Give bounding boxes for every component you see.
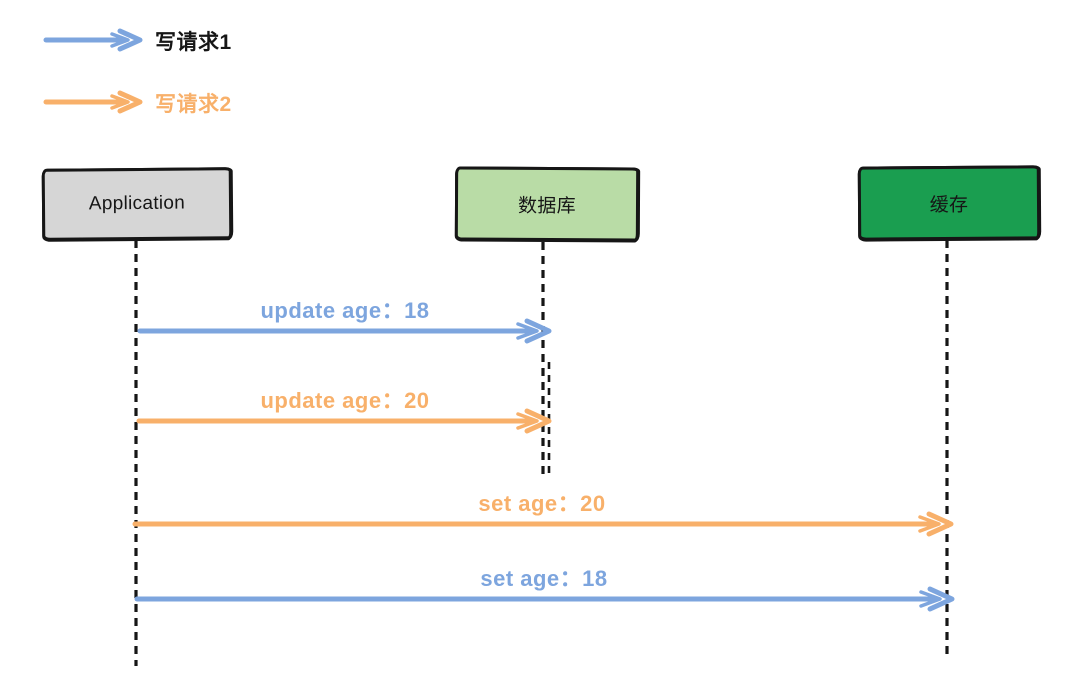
message-2-head-inner-icon xyxy=(516,412,539,430)
legend-arrow-1-head-inner-icon xyxy=(110,32,130,48)
message-label-update-age-18: update age：18 xyxy=(260,298,430,323)
actor-box-database: 数据库 xyxy=(454,166,640,242)
message-arrow-update-age-20 xyxy=(136,408,552,434)
message-1-head-icon xyxy=(524,318,552,344)
message-4-head-inner-icon xyxy=(919,590,942,608)
message-label-set-age-18: set age：18 xyxy=(480,566,608,591)
message-arrow-set-age-18 xyxy=(134,586,955,612)
legend-arrow-write-request-2 xyxy=(43,90,143,114)
message-1-head-inner-icon xyxy=(516,322,539,340)
message-2-head-icon xyxy=(524,408,552,434)
legend-arrow-1-head-icon xyxy=(117,28,143,52)
actor-box-application: Application xyxy=(41,167,233,241)
legend-arrow-2-head-icon xyxy=(117,90,143,114)
message-arrow-set-age-20 xyxy=(132,511,954,537)
message-3-head-icon xyxy=(926,511,954,537)
message-3-head-inner-icon xyxy=(918,515,941,533)
legend-arrow-2-head-inner-icon xyxy=(110,94,130,110)
actor-label-database: 数据库 xyxy=(517,195,576,217)
actor-label-cache: 缓存 xyxy=(929,194,969,216)
message-4-head-icon xyxy=(927,586,955,612)
actor-label-application: Application xyxy=(88,192,186,215)
legend-label-write-request-1: 写请求1 xyxy=(155,31,232,54)
legend-arrow-write-request-1 xyxy=(43,28,143,52)
message-label-set-age-20: set age：20 xyxy=(478,491,606,516)
legend-label-write-request-2: 写请求2 xyxy=(155,93,232,116)
actor-box-cache: 缓存 xyxy=(857,165,1041,241)
message-label-update-age-20: update age：20 xyxy=(260,388,430,413)
message-arrow-update-age-18 xyxy=(137,318,552,344)
